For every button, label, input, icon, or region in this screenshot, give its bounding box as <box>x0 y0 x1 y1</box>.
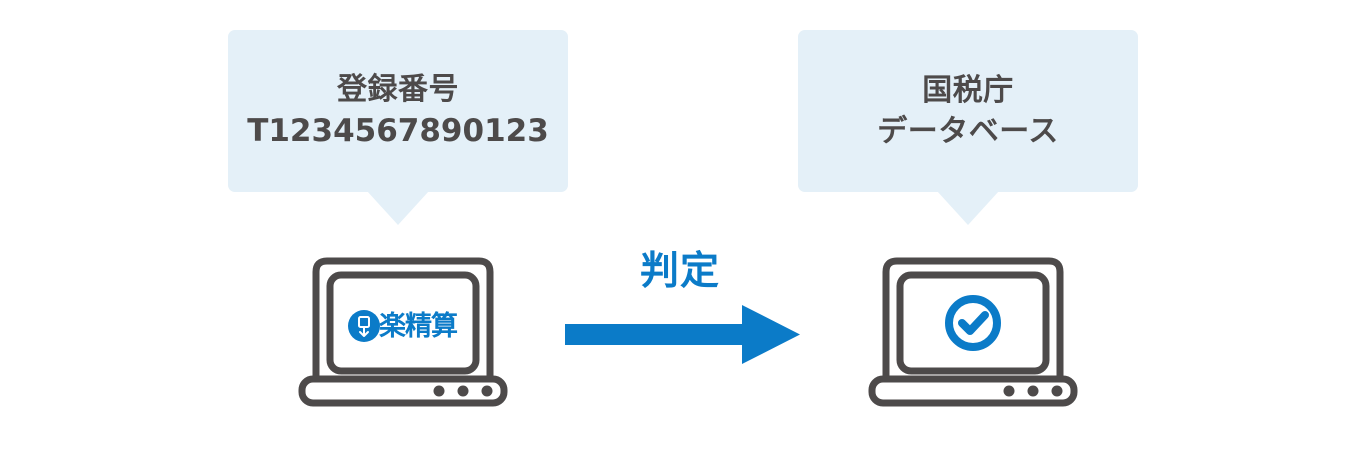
speech-bubble-tail-left <box>367 191 429 225</box>
laptop-base <box>298 375 508 407</box>
rakuseisan-logo-mark-icon <box>348 310 380 342</box>
laptop-base-dot-3 <box>481 385 493 397</box>
rakuseisan-logo-text: 楽精算 <box>379 310 458 342</box>
laptop-base <box>868 375 1078 407</box>
right-arrow-icon <box>565 305 800 364</box>
speech-bubble-tail-right <box>937 191 999 225</box>
bubble-left-line-1: 登録番号 <box>337 71 459 107</box>
speech-bubble-tax-agency-database: 国税庁 データベース <box>798 30 1138 225</box>
laptop-result-icon <box>868 257 1078 407</box>
judgement-arrow-group: 判定 <box>560 252 800 372</box>
rakuseisan-logo: 楽精算 <box>347 306 458 346</box>
checkmark-icon <box>958 311 989 335</box>
arrow-label-hantei: 判定 <box>639 249 720 294</box>
bubble-right-line-2: データベース <box>877 114 1059 149</box>
logo-arrow-glyph <box>359 326 369 337</box>
speech-bubble-registration-number: 登録番号 T1234567890123 <box>228 30 568 225</box>
laptop-screen-bezel <box>326 271 480 375</box>
laptop-base-dot-2 <box>457 385 469 397</box>
laptop-base-dot-1 <box>433 385 445 397</box>
laptop-base-dot-3 <box>1051 385 1063 397</box>
bubble-right-line-1: 国税庁 <box>922 72 1014 108</box>
laptop-source-icon <box>298 257 508 407</box>
laptop-base-dot-2 <box>1027 385 1039 397</box>
arrow-path <box>565 305 800 364</box>
laptop-lid-outline <box>882 257 1064 383</box>
bubble-left-line-2: T1234567890123 <box>247 113 549 150</box>
laptop-base-dot-1 <box>1003 385 1015 397</box>
laptop-lid-outline <box>312 257 494 383</box>
check-circle-ring-icon <box>945 295 1001 351</box>
